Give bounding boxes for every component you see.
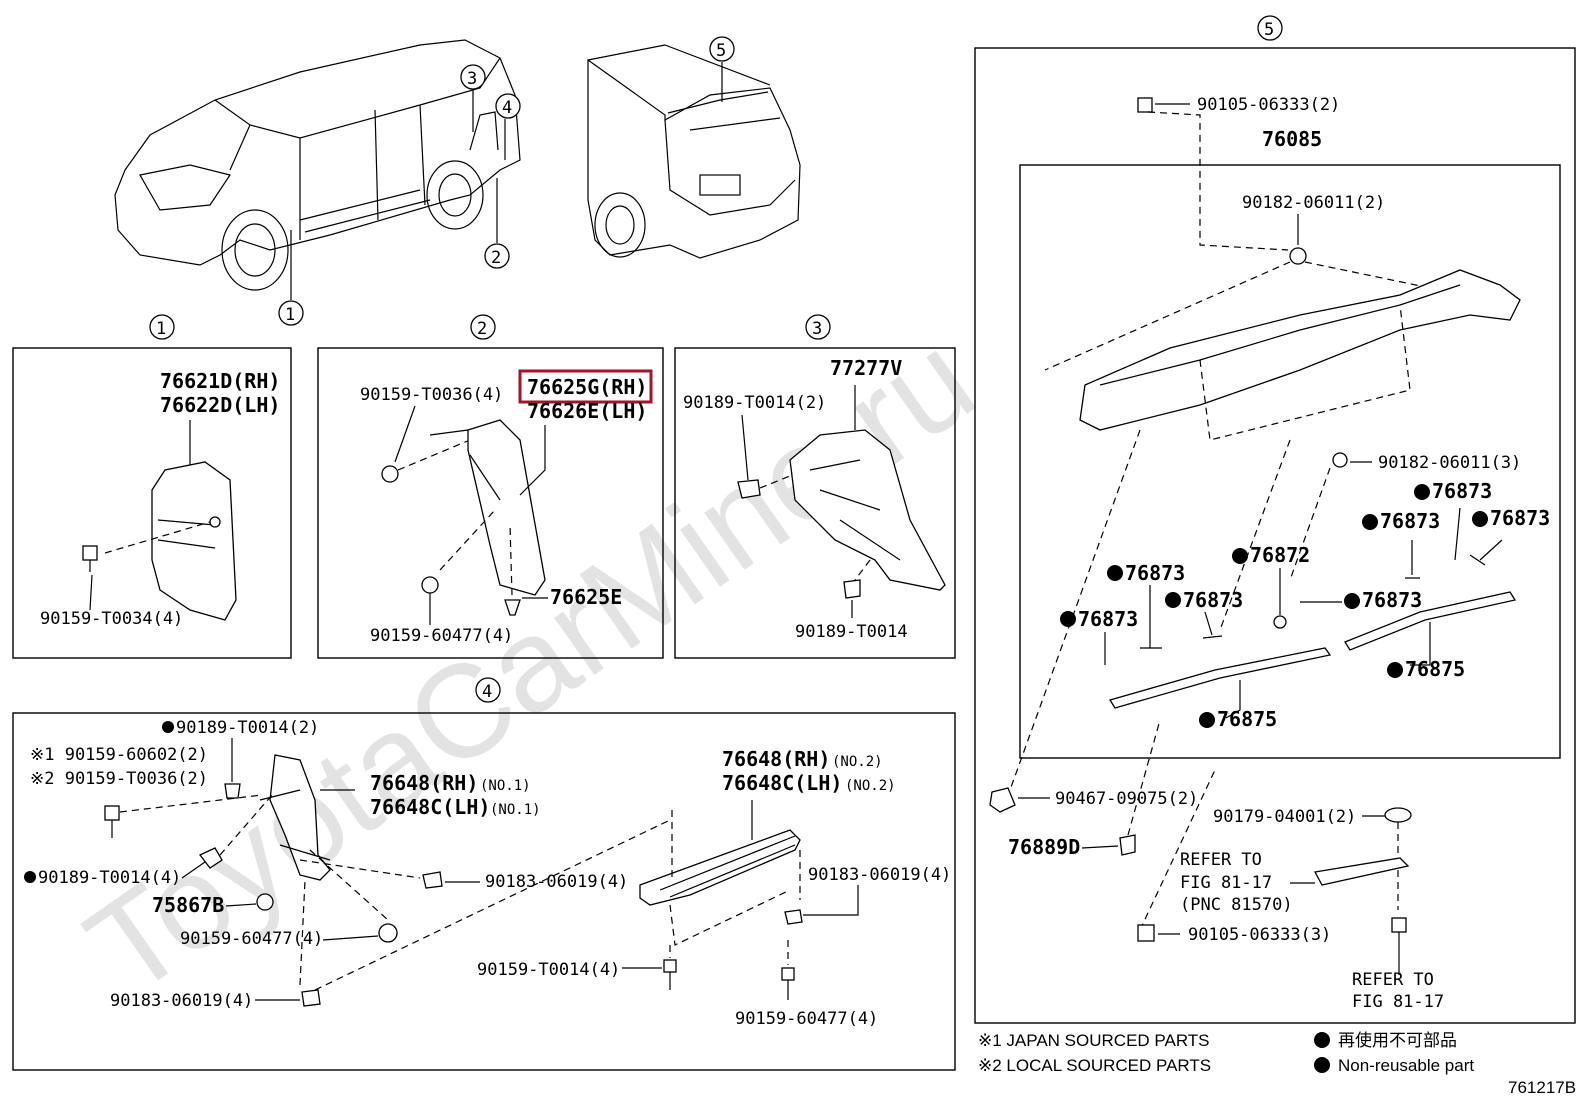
nut-90183-06019-c: 90183-06019(4) (808, 865, 951, 885)
svg-text:4: 4 (482, 682, 492, 702)
screw-90159-t0036: 90159-T0036(4) (360, 385, 503, 405)
svg-text:5: 5 (716, 41, 726, 61)
screw-90159-t0014-4: 90159-T0014(4) (477, 960, 620, 980)
clip-90467-09075: 90467-09075(2) (1055, 789, 1198, 809)
trim-76873-c: 76873 (1183, 588, 1243, 612)
screw-90159-60477-c: 90159-60477(4) (735, 1009, 878, 1029)
note-local-screw: ※2 90159-T0036(2) (30, 769, 208, 789)
trim-76873-d: 76873 (1380, 509, 1440, 533)
diagram-number: 761217B (1508, 1078, 1576, 1097)
part-76622d-lh: 76622D(LH) (160, 393, 280, 417)
callout-4-vehicle: 4 (495, 93, 521, 119)
part-76625g-rh: 76625G(RH) (527, 375, 647, 399)
legend-local-sourced: ※2 LOCAL SOURCED PARTS (978, 1056, 1211, 1075)
panel-4-callout: 4 (475, 677, 501, 703)
panel-1-mudguard-front: 1 76621D(RH) 76622D(LH) 90159-T0034(4) (12, 314, 292, 659)
grommet-76872: 76872 (1250, 543, 1310, 567)
refer-fig-81-17-line3: (PNC 81570) (1180, 895, 1293, 915)
clip-90189-t0014-top: 90189-T0014(2) (176, 718, 319, 738)
bolt-90105-06333-2: 90105-06333(2) (1197, 95, 1340, 115)
callout-3-vehicle: 3 (460, 64, 486, 90)
non-reusable-dot-icon (1314, 1057, 1330, 1073)
bolt-90105-06333-3: 90105-06333(3) (1188, 925, 1331, 945)
clip-76625e: 76625E (550, 585, 622, 609)
refer-fig-81-17-b-line2: FIG 81-17 (1352, 992, 1444, 1012)
svg-text:4: 4 (502, 98, 512, 118)
part-77277v: 77277V (830, 356, 902, 380)
cap-90179-04001: 90179-04001(2) (1213, 807, 1356, 827)
note-japan-screw: ※1 90159-60602(2) (30, 745, 208, 765)
label-no1-lh: (NO.1) (490, 802, 541, 818)
nut-90183-06019-a: 90183-06019(4) (485, 872, 628, 892)
svg-text:2: 2 (491, 248, 501, 268)
label-no2-rh: (NO.2) (832, 754, 883, 770)
panel-2-mudguard-rear: 2 76625G(RH) 76626E(LH) 90159-T0036(4) 9… (317, 314, 664, 659)
svg-text:1: 1 (285, 305, 295, 325)
label-no1-rh: (NO.1) (480, 778, 531, 794)
callout-1-vehicle: 1 (278, 300, 304, 326)
svg-text:5: 5 (1264, 20, 1274, 40)
panel-1-callout: 1 (149, 314, 175, 340)
panel-5-callout: 5 (1257, 15, 1283, 41)
clip-90189-t0014: 90189-T0014 (795, 622, 908, 642)
legend-non-reusable-jp: 再使用不可部品 (1338, 1030, 1457, 1050)
nut-90183-06019-b: 90183-06019(4) (110, 991, 253, 1011)
trim-76873-b: 76873 (1078, 607, 1138, 631)
svg-text:3: 3 (812, 319, 822, 339)
part-76626e-lh: 76626E(LH) (527, 399, 647, 423)
trim-76873-e: 76873 (1432, 479, 1492, 503)
panel-3-liner: 3 77277V 90189-T0014(2) 90189-T0014 (674, 314, 956, 659)
strip-76875-b: 76875 (1405, 657, 1465, 681)
strip-76875-a: 76875 (1217, 707, 1277, 731)
nut-90182-06011-3: 90182-06011(3) (1378, 453, 1521, 473)
panel-2-callout: 2 (470, 314, 496, 340)
panel-5-rear-spoiler: 5 90105-06333(2) 76085 90182-06011(2) 90… (974, 15, 1576, 1024)
legend-non-reusable-en: Non-reusable part (1338, 1056, 1474, 1075)
callout-2-vehicle: 2 (484, 243, 510, 269)
clip-90189-t0014-4: 90189-T0014(4) (38, 868, 181, 888)
refer-fig-81-17-line2: FIG 81-17 (1180, 873, 1272, 893)
bracket-76648-rh-no2: 76648(RH) (722, 747, 830, 771)
clip-90189-t0014-2: 90189-T0014(2) (683, 393, 826, 413)
bracket-76648-rh-no1: 76648(RH) (370, 771, 478, 795)
spoiler-76085: 76085 (1262, 127, 1322, 151)
part-76621d-rh: 76621D(RH) (160, 369, 280, 393)
panel-3-callout: 3 (805, 314, 831, 340)
bracket-76648c-lh-no1: 76648C(LH) (370, 795, 490, 819)
legend: ※1 JAPAN SOURCED PARTS ※2 LOCAL SOURCED … (978, 1030, 1576, 1097)
trim-76873-g: 76873 (1362, 588, 1422, 612)
label-no2-lh: (NO.2) (845, 778, 896, 794)
vehicle-front-view (114, 39, 521, 291)
non-reusable-dot-icon (1314, 1032, 1330, 1048)
svg-text:2: 2 (477, 319, 487, 339)
screw-90159-60477-4: 90159-60477(4) (180, 929, 323, 949)
trim-76873-f: 76873 (1490, 506, 1550, 530)
refer-fig-81-17-b-line1: REFER TO (1352, 970, 1434, 990)
panel-4-side-step-mounts: 4 90189-T0014(2) ※1 90159-60602(2) ※2 90… (12, 677, 956, 1071)
bracket-76648c-lh-no2: 76648C(LH) (722, 771, 842, 795)
screw-90159-t0034: 90159-T0034(4) (40, 609, 183, 629)
screw-90159-60477: 90159-60477(4) (370, 626, 513, 646)
bolt-75867b: 75867B (152, 893, 224, 917)
callout-5-vehicle: 5 (709, 36, 735, 62)
highlight-box (518, 369, 653, 404)
svg-text:1: 1 (156, 319, 166, 339)
trim-76873-a: 76873 (1125, 561, 1185, 585)
legend-japan-sourced: ※1 JAPAN SOURCED PARTS (978, 1031, 1210, 1050)
refer-fig-81-17-line1: REFER TO (1180, 850, 1262, 870)
svg-text:3: 3 (467, 69, 477, 89)
nut-90182-06011-2: 90182-06011(2) (1242, 193, 1385, 213)
vehicle-rear-view (587, 44, 801, 259)
clip-76889d: 76889D (1008, 835, 1080, 859)
